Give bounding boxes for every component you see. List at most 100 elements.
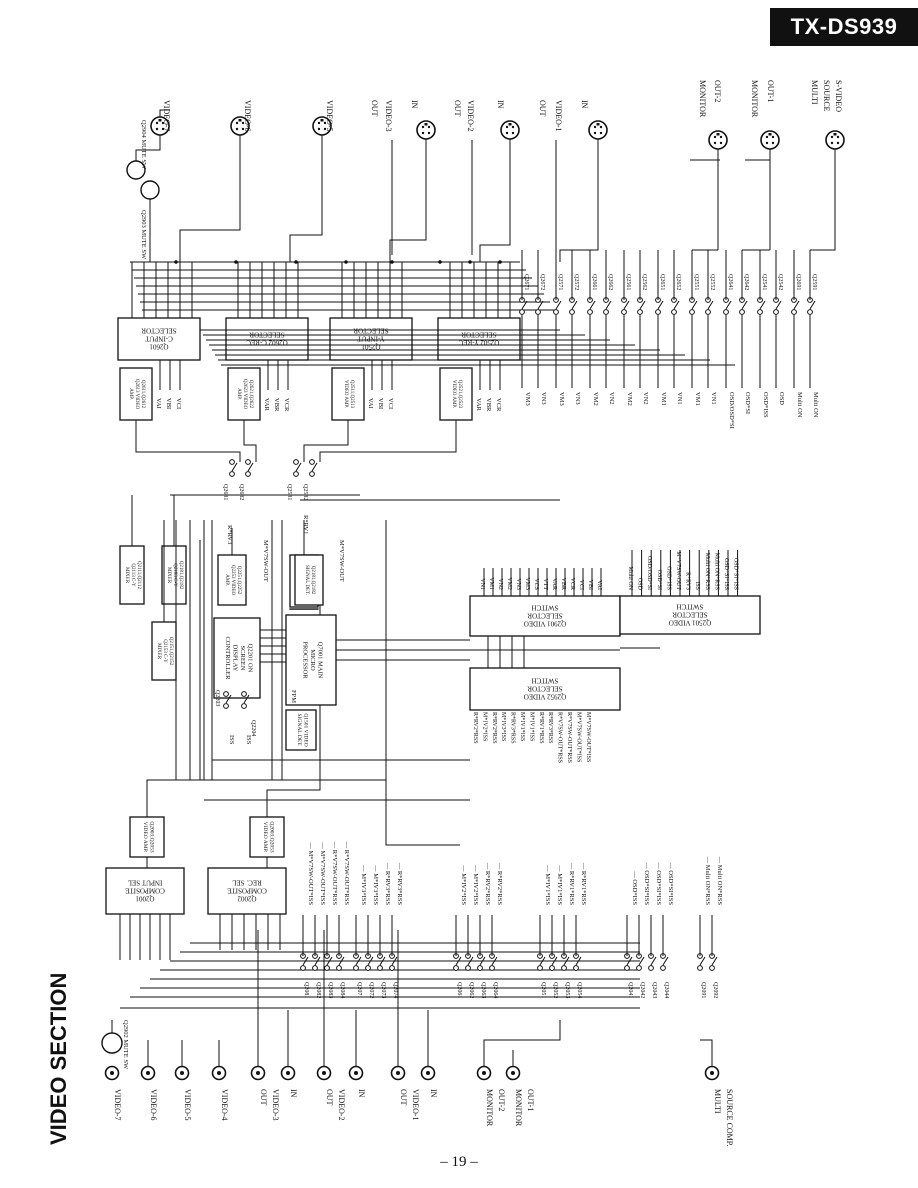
block-label: Q2003,Q2053	[148, 821, 154, 853]
control-signal-label: — R*RV3*RSS	[384, 862, 391, 906]
switch-icon	[757, 297, 766, 315]
page-number: – 19 –	[440, 1154, 478, 1170]
switch-icon	[549, 953, 558, 971]
switch-label: Q2671	[523, 274, 529, 290]
block-label: VIDEO AMP.	[262, 822, 268, 853]
bus-label: Multi ON*RSS	[704, 553, 710, 590]
block-label: Q2613 VIDEO	[134, 379, 139, 410]
block-label: Q2111,Q2112	[136, 561, 141, 589]
switch-icon	[697, 953, 706, 971]
switch-icon	[689, 297, 698, 315]
selector-input-label: VBI	[377, 398, 384, 409]
bus-label: R*RV1*RSS	[538, 712, 544, 744]
switch-label: Q2642	[743, 274, 749, 290]
switch-icon	[300, 953, 309, 971]
jack-label: VIDEO-5	[183, 1089, 192, 1121]
block-label: Q2183 C-Y	[172, 563, 177, 587]
control-signal-label: — R*RV1*RSS	[580, 862, 587, 906]
s-video-jack-icon	[708, 130, 728, 150]
jack-label: OUT-1	[766, 80, 775, 102]
junction-dot	[174, 260, 178, 264]
bus-label: R*RV3*RSS	[547, 712, 553, 744]
signal-label: M*V7SW-OUT	[338, 540, 345, 582]
jack-label: VIDEO-2	[466, 100, 475, 132]
block-label: MIXER	[156, 643, 161, 660]
switch-icon	[621, 297, 630, 315]
mute-switch-label: Q2904 MUTE SW	[140, 120, 147, 170]
switch-icon	[773, 297, 782, 315]
junction-dot	[234, 260, 238, 264]
switch-icon	[723, 297, 732, 315]
switch-label: Q2204	[250, 720, 256, 736]
wire	[385, 760, 460, 846]
block-label: AMP.	[128, 388, 133, 400]
switch-label: Q2064	[492, 982, 498, 998]
block-label: Q2521,Q2523	[457, 380, 462, 409]
jack-label: MONITOR	[514, 1089, 523, 1127]
switch-icon	[229, 459, 238, 477]
rca-jack-icon	[174, 1065, 190, 1081]
bus-label: VM1	[660, 392, 667, 406]
junction-dot	[438, 260, 442, 264]
block-label: Q1501 VIDEO	[302, 713, 308, 746]
control-signal-label: — M*V7SW-OUT*ISS	[319, 841, 326, 905]
switch-label: Q2052	[552, 982, 558, 998]
control-signal-label: — M*IV1*ISS	[544, 864, 551, 905]
block-label: Q2952 VIDEO	[524, 693, 566, 701]
control-signal-label: — R*RV2*RSS	[484, 862, 491, 906]
switch-label: Q2691	[795, 274, 801, 290]
s-video-jack-icon	[825, 130, 845, 150]
jack-label: OUT	[370, 100, 379, 117]
bus-label: Multi ON	[627, 566, 633, 590]
jack-label: IN	[580, 100, 589, 109]
switch-label: Q2672	[539, 274, 545, 290]
switch-label: Q2572	[573, 274, 579, 290]
model-number: TX-DS939	[790, 14, 898, 39]
bus-label: M*V7SW-OUT	[675, 551, 681, 590]
wire	[483, 1020, 561, 1066]
selector-input-label: VCR	[495, 398, 502, 412]
block-label: VIDEO AMP.	[343, 380, 348, 408]
switch-icon	[655, 297, 664, 315]
jack-label: MONITOR	[698, 80, 707, 118]
switch-label: Q2092	[712, 982, 718, 998]
jack-label: MULTI	[713, 1089, 722, 1114]
switch-label: Q2042	[639, 982, 645, 998]
switch-icon	[791, 297, 800, 315]
bus-label: OSD	[778, 392, 785, 405]
switch-icon	[660, 953, 669, 971]
switch-label: Q2561	[625, 274, 631, 290]
jack-label: VIDEO-5	[325, 100, 334, 132]
switch-label: Q2062	[468, 982, 474, 998]
wire	[303, 420, 349, 462]
jack-label: OUT	[325, 1089, 334, 1106]
model-number-tab: TX-DS939	[770, 8, 918, 46]
bus-label: OSD*SI*ISS	[733, 558, 739, 590]
block-label: C-INPUT	[144, 335, 172, 343]
control-signal-label: — OSD*SI*ISS	[667, 861, 674, 905]
jack-label: MONITOR	[485, 1089, 494, 1127]
block-label: Q2601	[149, 343, 169, 351]
bus-label: VM2	[506, 577, 512, 590]
jack-label: VIDEO-7	[113, 1089, 122, 1121]
switch-label: Q2203	[214, 690, 220, 706]
bus-label: R*V7SW-OUT*RSS	[566, 712, 572, 763]
mute-switch-icon	[101, 1032, 123, 1054]
block-label: Q2153 C-Y	[162, 639, 167, 663]
bus-label: VM2	[626, 392, 633, 406]
jack-label: IN	[410, 100, 419, 109]
rca-jack-icon	[280, 1065, 296, 1081]
switch-icon	[636, 953, 645, 971]
control-signal-label: — M*IV3*ISS	[360, 864, 367, 905]
rca-jack-icon	[420, 1065, 436, 1081]
bus-label: VTT	[542, 578, 548, 590]
switch-label: Q2041	[627, 982, 633, 998]
bus-label: VCR	[569, 578, 575, 590]
